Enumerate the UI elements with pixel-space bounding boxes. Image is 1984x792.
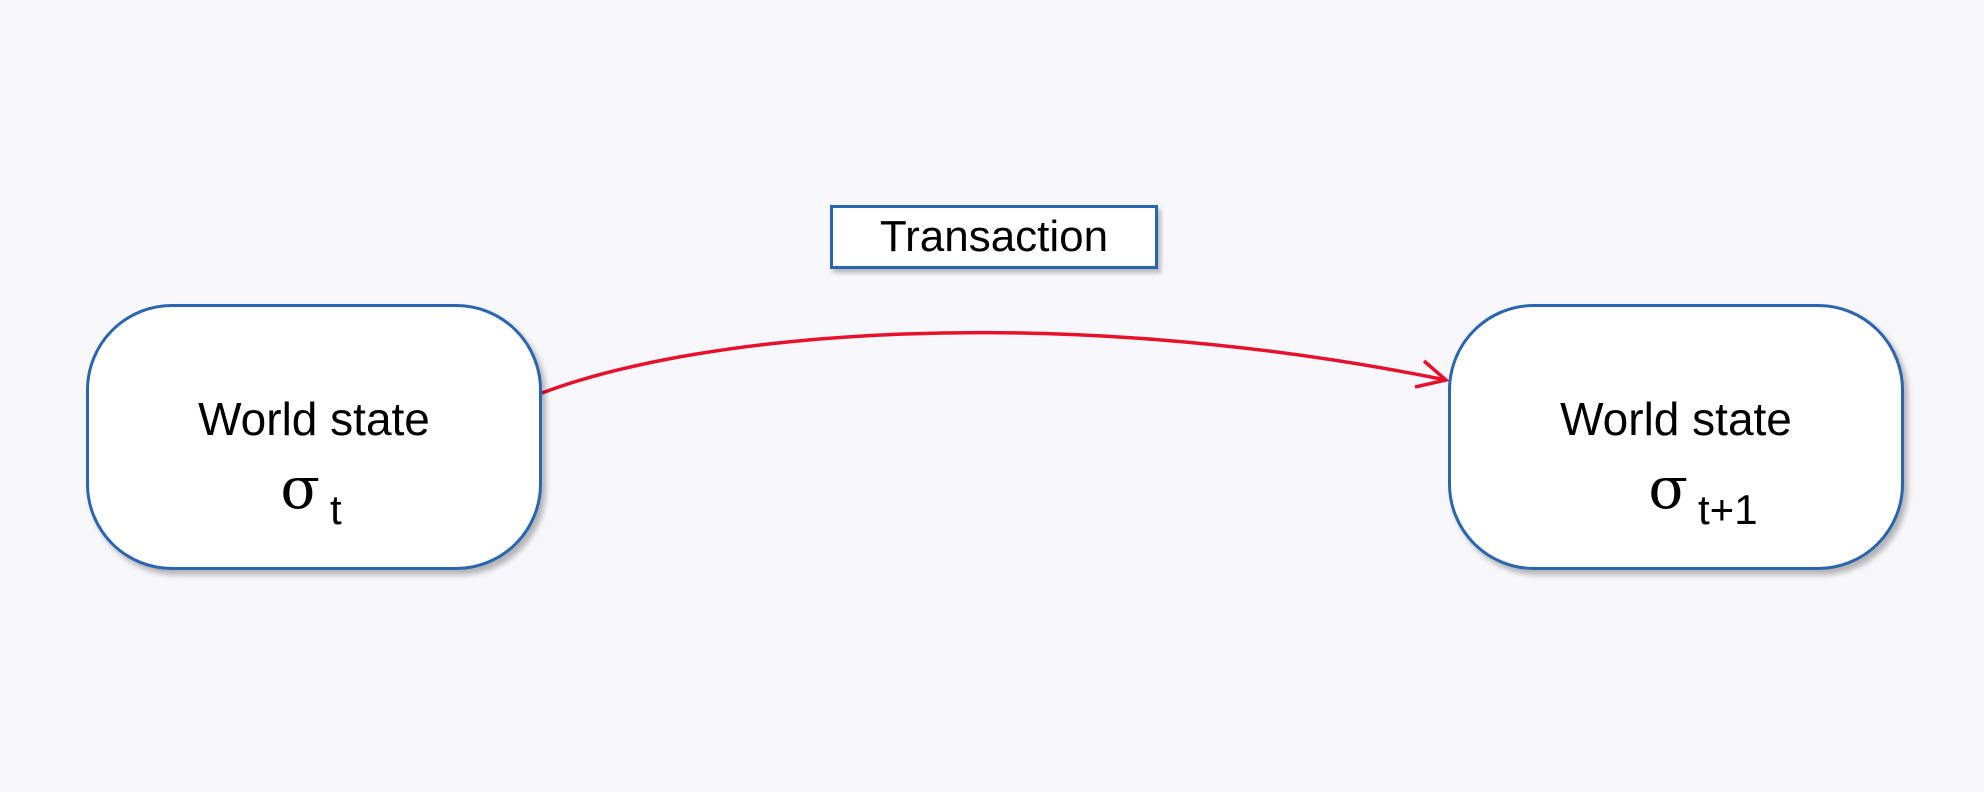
transaction-label: Transaction bbox=[830, 205, 1158, 269]
world-state-t-plus-1-title: World state bbox=[1560, 393, 1792, 445]
sigma-symbol: σ bbox=[1648, 454, 1689, 522]
sigma-subscript: t bbox=[329, 486, 342, 533]
sigma-symbol: σ bbox=[280, 454, 320, 522]
world-state-t-title: World state bbox=[198, 393, 430, 445]
transition-arrow-line bbox=[541, 330, 1447, 395]
transition-arrowhead bbox=[1414, 359, 1450, 389]
sigma-subscript: t+1 bbox=[1698, 486, 1758, 533]
